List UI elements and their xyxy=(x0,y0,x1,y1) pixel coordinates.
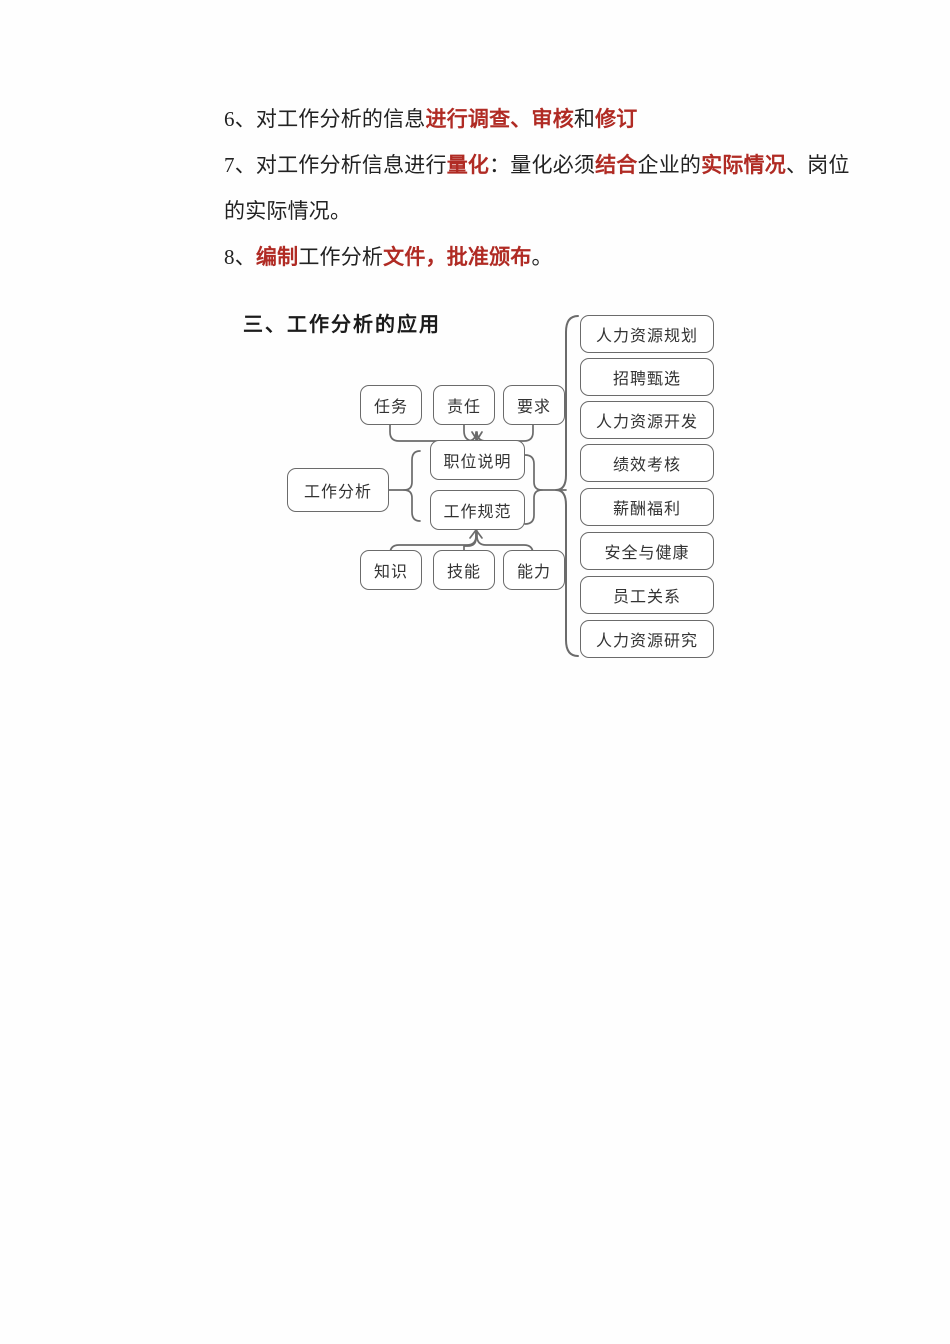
connector-renwu-to-zhiwei xyxy=(389,424,477,442)
brace-applications-group xyxy=(555,315,579,657)
connector-yaoqiu-to-zhiwei xyxy=(476,424,534,442)
text-run: 。 xyxy=(531,245,553,269)
diagram-node-application-2[interactable]: 招聘甄选 xyxy=(580,358,714,396)
text-run: ：量化必须 xyxy=(489,153,596,177)
diagram-node-application-7[interactable]: 员工关系 xyxy=(580,576,714,614)
text-run: 、岗位 xyxy=(785,153,850,177)
text-run: 企业的 xyxy=(637,153,702,177)
text-run: 工作分析 xyxy=(298,245,384,269)
text-run: 结合 xyxy=(595,153,638,177)
text-run: 量化 xyxy=(446,153,490,177)
diagram-node-application-1[interactable]: 人力资源规划 xyxy=(580,315,714,353)
diagram-node-top-1[interactable]: 任务 xyxy=(360,385,422,425)
brace-left-middle-group xyxy=(403,450,421,522)
diagram-node-application-4[interactable]: 绩效考核 xyxy=(580,444,714,482)
section-heading: 三、工作分析的应用 xyxy=(243,314,441,336)
paragraph-item-8: 8、编制工作分析文件，批准颁布。 xyxy=(224,234,824,280)
diagram-node-application-6[interactable]: 安全与健康 xyxy=(580,532,714,570)
diagram-node-middle-1[interactable]: 职位说明 xyxy=(430,440,525,480)
paragraph-item-7-line-2: 的实际情况。 xyxy=(224,188,824,234)
diagram-node-top-3[interactable]: 要求 xyxy=(503,385,565,425)
diagram-node-bottom-1[interactable]: 知识 xyxy=(360,550,422,590)
text-run: 进行调查、审核 xyxy=(425,107,574,131)
text-run: 7、对工作分析信息进行 xyxy=(224,153,447,177)
diagram-node-bottom-2[interactable]: 技能 xyxy=(433,550,495,590)
paragraph-item-6: 6、对工作分析的信息进行调查、审核和修订 xyxy=(224,96,824,142)
paragraph-item-7-line-1: 7、对工作分析信息进行量化：量化必须结合企业的实际情况、岗位 xyxy=(224,142,849,188)
diagram-node-application-5[interactable]: 薪酬福利 xyxy=(580,488,714,526)
text-run: 6、对工作分析的信息 xyxy=(224,107,426,131)
diagram-node-root[interactable]: 工作分析 xyxy=(287,468,389,512)
arrow-into-zhiwei xyxy=(471,431,483,441)
text-run: 实际情况 xyxy=(701,153,786,177)
diagram-node-bottom-3[interactable]: 能力 xyxy=(503,550,565,590)
connector-zeren-to-zhiwei xyxy=(463,424,477,442)
text-run: 和 xyxy=(573,107,596,131)
diagram-node-application-8[interactable]: 人力资源研究 xyxy=(580,620,714,658)
text-run: 的实际情况。 xyxy=(224,199,352,223)
text-run: 8、 xyxy=(224,245,256,269)
arrow-from-guifan xyxy=(469,529,483,539)
text-run: 编制 xyxy=(255,245,299,269)
diagram-node-middle-2[interactable]: 工作规范 xyxy=(430,490,525,530)
brace-right-middle-group xyxy=(524,454,543,525)
diagram-node-top-2[interactable]: 责任 xyxy=(433,385,495,425)
diagram-node-application-3[interactable]: 人力资源开发 xyxy=(580,401,714,439)
text-run: 修订 xyxy=(595,107,638,131)
text-content-block: 6、对工作分析的信息进行调查、审核和修订 7、对工作分析信息进行量化：量化必须结… xyxy=(224,96,849,280)
text-run: 文件，批准颁布 xyxy=(383,245,532,269)
